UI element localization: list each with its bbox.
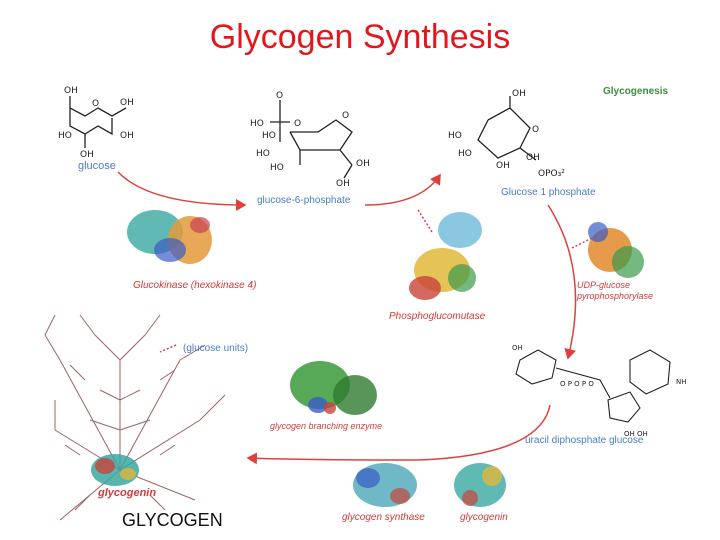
- arrow-udp-to-glycogen: [246, 404, 551, 465]
- glycogenin-core-label: glycogenin: [98, 487, 157, 499]
- glucose-1-phosphate-structure: OH O HO HO OH OH OPO₃²: [448, 89, 565, 179]
- svg-text:HO: HO: [58, 131, 72, 141]
- glycogenin-core-icon: [91, 454, 139, 486]
- svg-text:OH: OH: [120, 131, 134, 141]
- svg-text:O: O: [532, 125, 539, 135]
- glucose-units-label: (glucose units): [183, 343, 249, 354]
- svg-text:OH: OH: [496, 161, 510, 171]
- svg-text:OH: OH: [512, 89, 526, 99]
- udp-glucose-label: uracil diphosphate glucose: [525, 435, 644, 446]
- glycogenesis-label: Glycogenesis: [603, 86, 669, 97]
- arrow-glucose-to-g6p: [117, 171, 247, 211]
- svg-text:O: O: [294, 119, 301, 129]
- svg-text:HO: HO: [262, 131, 276, 141]
- svg-text:OH: OH: [64, 86, 78, 96]
- glycogenin-protein-icon: [454, 463, 506, 507]
- udp-pyrophosphorylase-protein-icon: [588, 222, 644, 278]
- svg-text:HO: HO: [256, 149, 270, 159]
- branching-enzyme-label: glycogen branching enzyme: [270, 421, 383, 431]
- phosphoglucomutase-label: Phosphoglucomutase: [389, 311, 486, 322]
- svg-text:OPO₃²: OPO₃²: [538, 169, 565, 179]
- svg-text:O P O P O: O P O P O: [560, 380, 594, 388]
- branching-enzyme-protein-icon: [290, 361, 377, 415]
- arrow-g1p-to-udp: [547, 204, 577, 360]
- page-title: Glycogen Synthesis: [209, 18, 511, 56]
- glycogen-synthase-protein-icon: [353, 463, 417, 507]
- glycogen-particle-image: [44, 314, 226, 521]
- pathway-arrows: [117, 171, 597, 465]
- pointer-pgm: [417, 209, 433, 233]
- glycogen-label: GLYCOGEN: [120, 510, 225, 531]
- phosphoglucomutase-protein-icon: [409, 212, 482, 300]
- glycogen-synthase-label: glycogen synthase: [342, 512, 425, 523]
- glucose-1-phosphate-label: Glucose 1 phosphate: [501, 187, 596, 198]
- svg-text:O: O: [342, 111, 349, 121]
- pointer-pyro: [571, 235, 597, 249]
- svg-text:HO: HO: [250, 119, 264, 129]
- svg-text:HO: HO: [270, 163, 284, 173]
- svg-text:OH: OH: [336, 179, 350, 189]
- glycogenin-label: glycogenin: [460, 512, 508, 523]
- glucose-structure: OH O OH HO OH OH: [58, 86, 134, 160]
- glucose-6-phosphate-structure: O HO O HO HO HO O OH OH: [250, 91, 370, 189]
- svg-text:O: O: [92, 99, 99, 109]
- glucose-label: glucose: [78, 160, 116, 172]
- glucose-6-phosphate-label: glucose-6-phosphate: [257, 195, 351, 206]
- svg-text:OH: OH: [512, 344, 523, 352]
- arrow-g6p-to-g1p: [364, 173, 441, 206]
- svg-text:HO: HO: [458, 149, 472, 159]
- glucokinase-protein-icon: [127, 210, 212, 264]
- pointer-branching: [159, 344, 177, 353]
- glucokinase-label: Glucokinase (hexokinase 4): [133, 280, 257, 291]
- udp-glucose-structure: OH O P O P O NH OH OH: [512, 344, 687, 438]
- svg-text:OH: OH: [526, 153, 540, 163]
- udp-glucose-pyrophosphorylase-label: UDP-glucose pyrophosphorylase: [577, 280, 654, 301]
- svg-text:OH OH: OH OH: [624, 430, 648, 438]
- svg-text:OH: OH: [120, 98, 134, 108]
- svg-text:HO: HO: [448, 131, 462, 141]
- svg-text:OH: OH: [80, 150, 94, 160]
- svg-text:OH: OH: [356, 159, 370, 169]
- svg-text:O: O: [276, 91, 283, 101]
- svg-text:NH: NH: [676, 378, 687, 386]
